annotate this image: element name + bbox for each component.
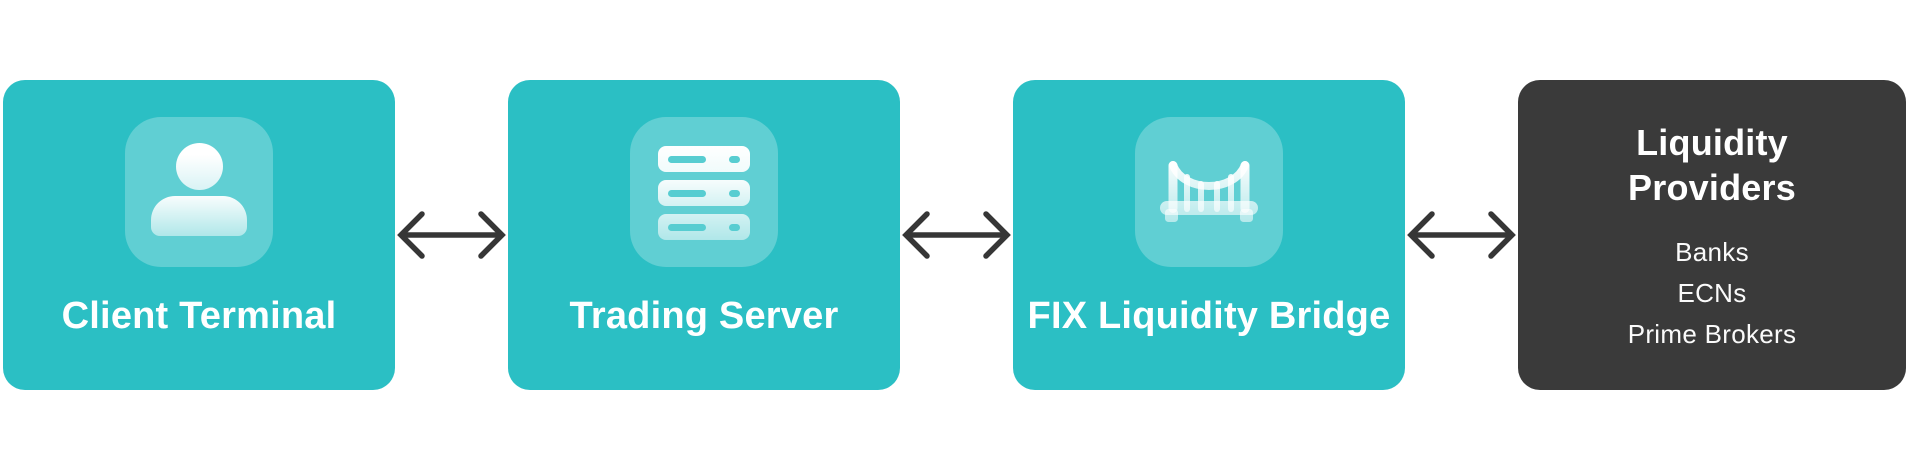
arrow-server-to-bridge <box>900 80 1013 390</box>
node-trading-server: Trading Server <box>508 80 900 390</box>
node-fix-liquidity-bridge: FIX Liquidity Bridge <box>1013 80 1405 390</box>
provider-item-ecns: ECNs <box>1677 278 1747 308</box>
server-icon-led <box>729 189 740 197</box>
user-icon <box>125 117 273 267</box>
node-client-terminal: Client Terminal <box>3 80 395 390</box>
node-label-trading-server: Trading Server <box>569 295 839 337</box>
double-arrow-icon <box>397 211 506 259</box>
server-icon-bar <box>658 214 750 240</box>
server-icon-led <box>729 155 740 163</box>
bridge-icon-glyph <box>1160 161 1258 222</box>
server-icon-bar <box>658 146 750 172</box>
double-arrow-icon <box>1407 211 1516 259</box>
server-icon-slot <box>668 189 706 197</box>
arrow-bridge-to-providers <box>1405 80 1518 390</box>
diagram-row: Client Terminal <box>3 80 1906 390</box>
bridge-icon <box>1135 117 1283 267</box>
server-icon-bar <box>658 180 750 206</box>
user-icon-head <box>175 143 223 190</box>
node-label-client-terminal: Client Terminal <box>61 295 337 337</box>
node-label-fix-liquidity-bridge: FIX Liquidity Bridge <box>1027 295 1391 337</box>
server-icon-slot <box>668 155 706 163</box>
server-icon-slot <box>668 223 706 231</box>
providers-list: Banks ECNs Prime Brokers <box>1518 232 1906 355</box>
user-icon-body <box>151 196 247 236</box>
provider-item-banks: Banks <box>1675 237 1749 267</box>
double-arrow-icon <box>902 211 1011 259</box>
arrow-client-to-server <box>395 80 508 390</box>
server-icon-led <box>729 223 740 231</box>
server-icon <box>630 117 778 267</box>
provider-item-prime-brokers: Prime Brokers <box>1627 319 1797 349</box>
node-liquidity-providers: Liquidity Providers Banks ECNs Prime Bro… <box>1518 80 1906 390</box>
node-label-liquidity-providers: Liquidity Providers <box>1628 122 1796 208</box>
